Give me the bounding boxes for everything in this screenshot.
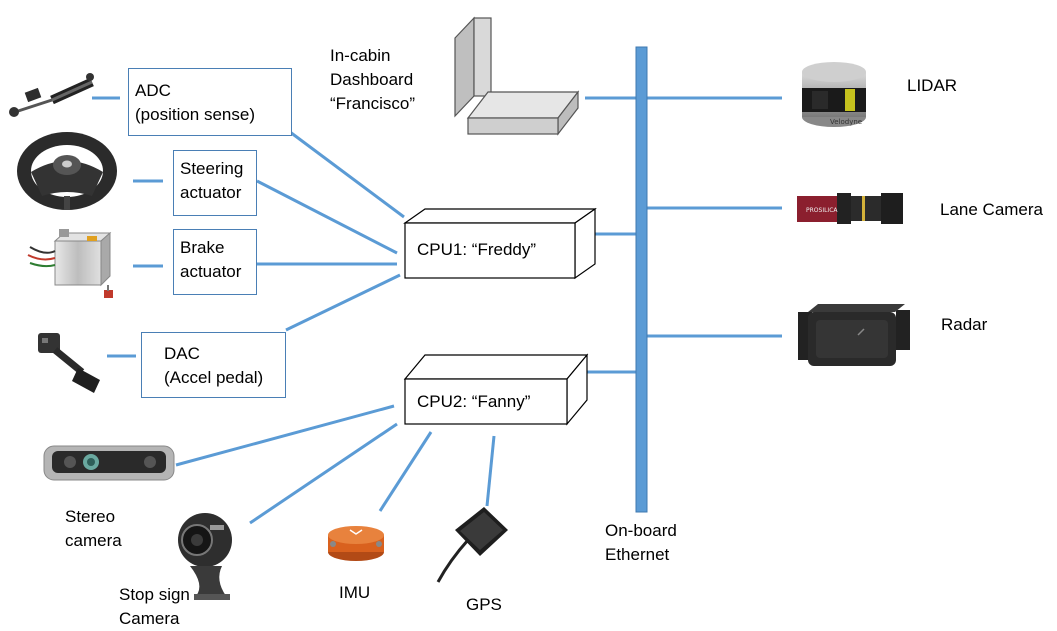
- steering-actuator-box: Steering actuator: [173, 150, 257, 216]
- link-steering-cpu1: [256, 179, 398, 255]
- brake-actuator-icon: [27, 229, 113, 298]
- dashboard-label: In-cabin Dashboard “Francisco”: [330, 46, 416, 113]
- lanecam-brand-text: PROSILICA: [806, 207, 838, 214]
- steering-wheel-icon: [17, 132, 117, 210]
- ethernet-bus: [635, 46, 648, 513]
- stereo-camera-label: Stereo camera: [65, 507, 122, 550]
- lidar-icon: Velodyne: [802, 62, 866, 127]
- gps-antenna-icon: [436, 507, 508, 583]
- linear-actuator-icon: [9, 73, 94, 117]
- cpu2-label: CPU2: “Fanny”: [417, 392, 531, 411]
- link-webcam-cpu2: [249, 422, 398, 525]
- link-stereo-cpu2: [175, 404, 395, 467]
- link-imu-cpu2: [378, 431, 433, 512]
- radar-label: Radar: [941, 315, 988, 334]
- connection-lines: [92, 96, 782, 525]
- brake-actuator-box: Brake actuator: [173, 229, 257, 295]
- stop-sign-camera-label: Stop sign Camera: [119, 585, 190, 628]
- adc-box: ADC (position sense): [128, 68, 292, 136]
- cpu1-label: CPU1: “Freddy”: [417, 240, 537, 259]
- cpu1-box: [403, 207, 597, 280]
- cpu2-box: [403, 353, 589, 426]
- radar-icon: [798, 304, 910, 366]
- link-adc-cpu1: [289, 130, 405, 219]
- webcam-icon: [178, 513, 232, 600]
- dashboard-icon: [454, 16, 580, 136]
- gps-label: GPS: [466, 595, 502, 614]
- lidar-label: LIDAR: [907, 76, 958, 95]
- ethernet-label: On-board Ethernet: [605, 521, 677, 564]
- link-gps-cpu2: [485, 435, 496, 507]
- link-dac-cpu1: [285, 273, 401, 332]
- lane-camera-icon: PROSILICA: [797, 193, 903, 224]
- dac-box: DAC (Accel pedal): [141, 332, 286, 398]
- lane-camera-label: Lane Camera: [940, 200, 1044, 219]
- accel-pedal-icon: [38, 333, 100, 393]
- imu-label: IMU: [339, 583, 371, 602]
- imu-icon: [328, 526, 384, 561]
- lidar-brand-text: Velodyne: [830, 118, 862, 126]
- stereo-camera-icon: [43, 445, 175, 481]
